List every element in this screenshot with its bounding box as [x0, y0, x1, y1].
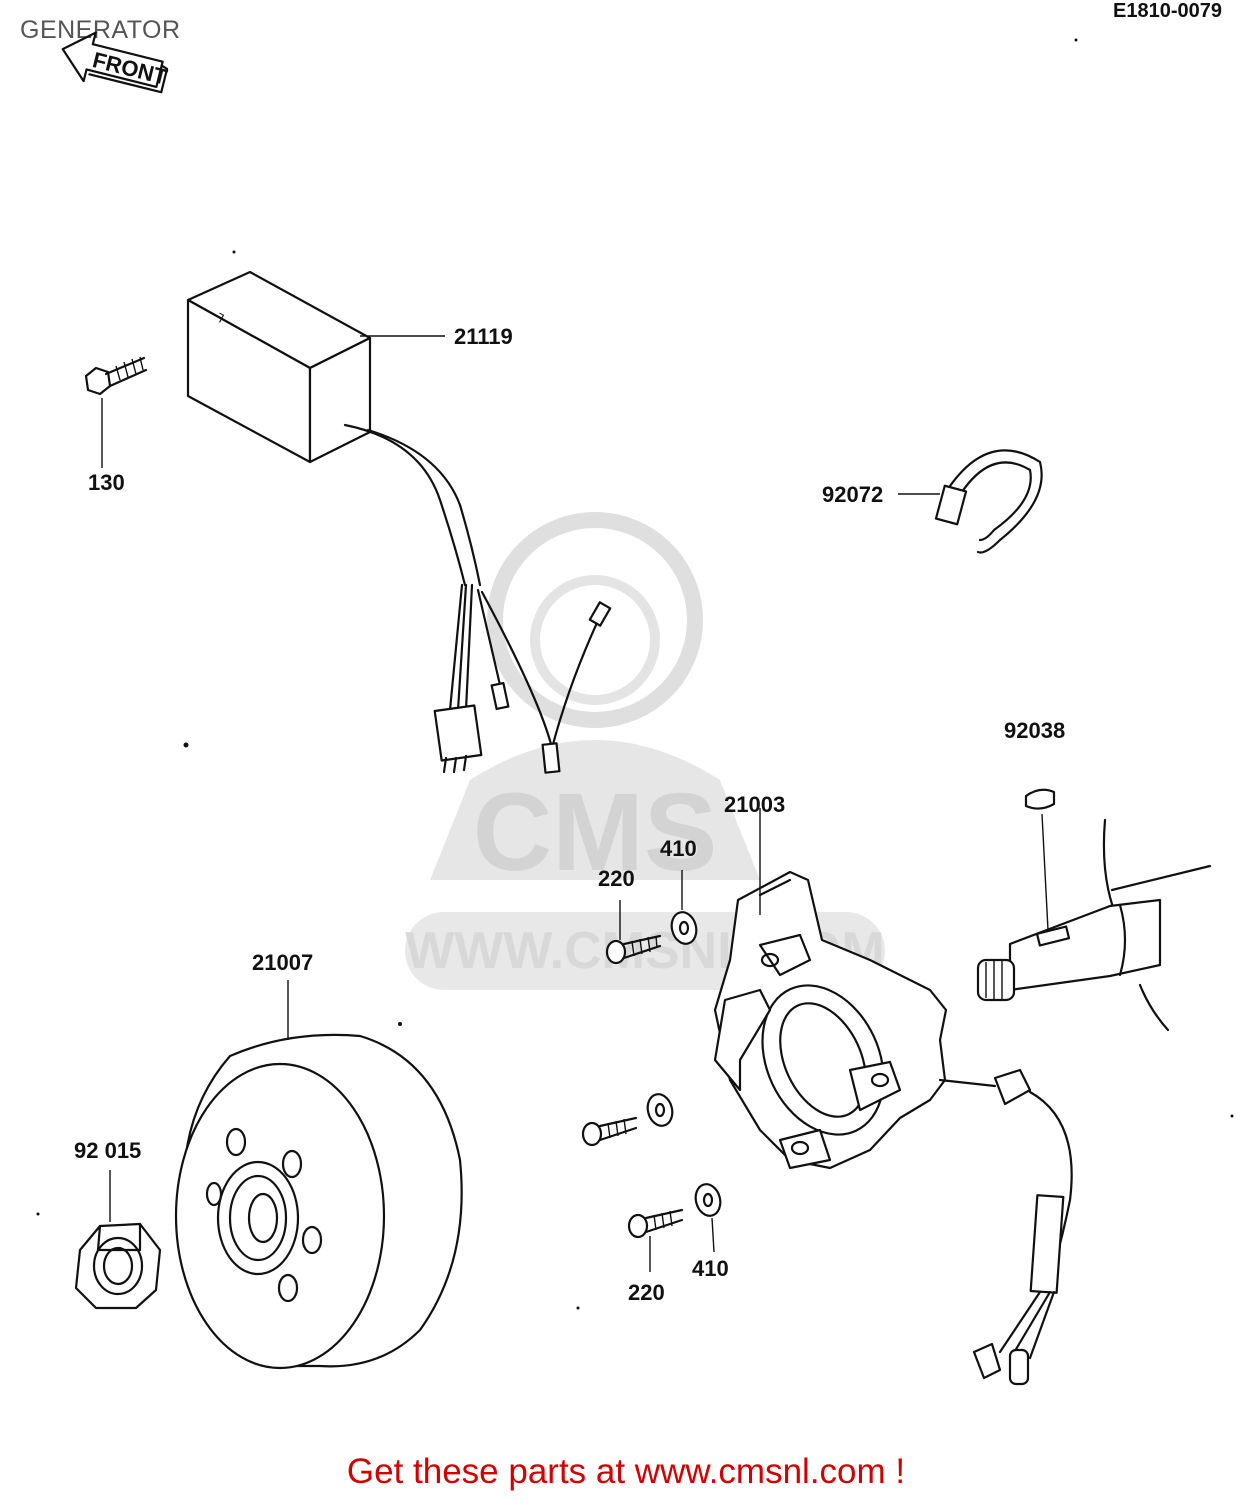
callout-92038: 92038: [1004, 718, 1065, 743]
watermark-brand: CMS: [473, 771, 717, 894]
callout-92072: 92072: [822, 482, 883, 507]
callout-92015: 92 015: [74, 1138, 141, 1163]
cdi-unit: ꟻ: [186, 270, 612, 774]
callout-220-bottom: 220: [628, 1280, 665, 1305]
page-title: GENERATOR: [20, 16, 181, 44]
bolt-130: [84, 356, 148, 468]
crankshaft: [976, 818, 1212, 1032]
stator-21003: [713, 808, 1073, 1386]
clamp-92072: [898, 449, 1043, 554]
screw-220-top: [605, 900, 662, 965]
screw-middle: [581, 1093, 674, 1147]
key-92038: [1024, 788, 1056, 931]
callout-21007: 21007: [252, 950, 313, 975]
washer-410-top: [670, 870, 698, 945]
callout-220-top: 220: [598, 866, 635, 891]
callout-410-top: 410: [660, 836, 697, 861]
callout-130: 130: [88, 470, 125, 495]
front-arrow: FRONT: [61, 31, 170, 94]
speck-marks: [36, 38, 1234, 1310]
nut-92015: [74, 1170, 162, 1310]
flywheel-21007: [174, 980, 463, 1370]
callout-410-bottom: 410: [692, 1256, 729, 1281]
screw-220-bottom: [627, 1208, 684, 1272]
get-parts-link[interactable]: Get these parts at www.cmsnl.com !: [346, 1452, 906, 1491]
callout-21003: 21003: [724, 792, 785, 817]
diagram-code: E1810-0079: [1113, 0, 1222, 22]
washer-410-bottom: [694, 1183, 722, 1253]
callout-21119: 21119: [454, 324, 513, 349]
